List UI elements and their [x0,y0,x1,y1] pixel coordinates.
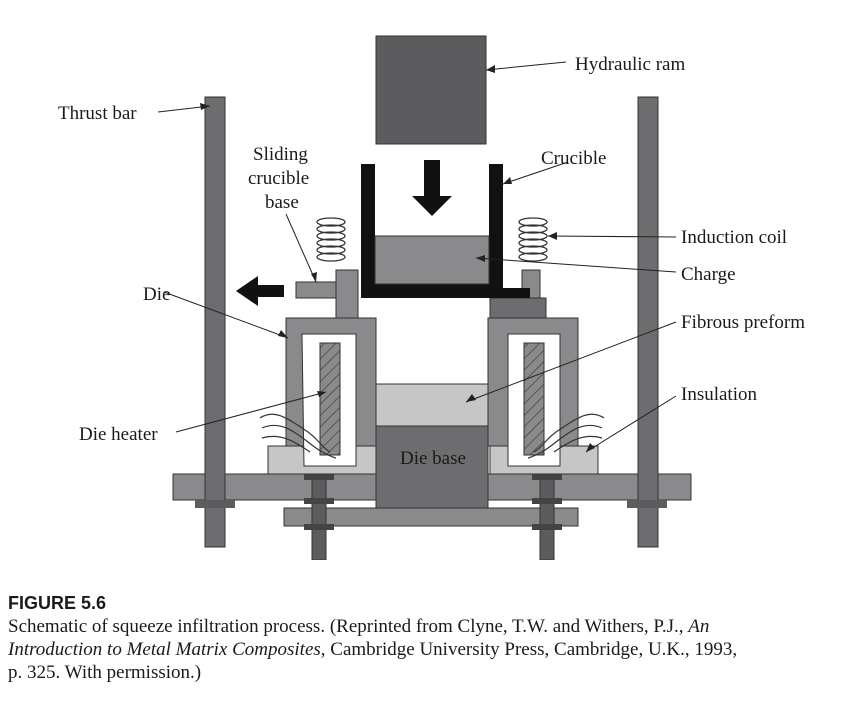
die-base [375,423,489,509]
caption-line-2: Introduction to Metal Matrix Composites,… [8,638,867,661]
caption-text: Schematic of squeeze infiltration proces… [8,616,689,637]
label-fibrous-preform: Fibrous preform [681,312,805,333]
left-arrow-icon [236,276,284,306]
die-heater [319,342,545,456]
label-insulation: Insulation [681,384,757,405]
caption-line-1: Schematic of squeeze infiltration proces… [8,615,867,638]
fibrous-preform [375,383,489,427]
figure-number: FIGURE 5.6 [8,593,107,613]
crucible [361,164,530,298]
down-arrow-icon [412,160,452,216]
caption-line-3: p. 325. With permission.) [8,662,202,683]
label-crucible: Crucible [541,148,606,169]
insulation-wires [259,413,605,459]
label-charge: Charge [681,264,736,285]
caption-book-title-start: An [688,616,710,637]
induction-coil [316,217,548,262]
label-induction-coil: Induction coil [681,227,787,248]
leader-lines [157,61,677,453]
hydraulic-ram [375,35,487,145]
arrowheads [200,65,595,452]
label-die-base: Die base [400,448,466,469]
label-thrust-bar: Thrust bar [58,103,137,124]
caption-publisher: , Cambridge University Press, Cambridge,… [320,639,738,660]
label-sliding-line-2: crucible [248,168,309,189]
label-sliding-line-3: base [265,192,299,213]
label-die-heater: Die heater [79,424,158,445]
caption-book-title: Introduction to Metal Matrix Composites [8,639,321,660]
label-sliding-line-1: Sliding [253,144,308,165]
figure-caption: FIGURE 5.6 Schematic of squeeze infiltra… [8,592,867,684]
label-die: Die [143,284,170,305]
thrust-bar [204,96,659,548]
label-hydraulic-ram: Hydraulic ram [575,54,685,75]
charge [374,235,490,285]
squeeze-infiltration-diagram: Hydraulic ram Thrust bar Crucible Slidin… [58,35,805,560]
